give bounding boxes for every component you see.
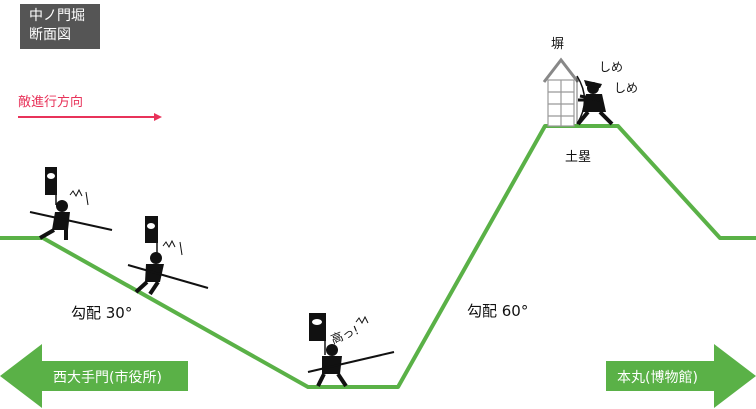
title-line-1: 中ノ門堀 <box>29 8 85 24</box>
excitement-mark-icon <box>162 239 183 256</box>
soldier-3-speech: 高っ! <box>329 322 361 347</box>
nav-right-label: 本丸(博物館) <box>617 369 698 386</box>
wall-label: 塀 <box>551 37 564 52</box>
wall-structure <box>542 57 580 127</box>
nav-left-label: 西大手門(市役所) <box>53 369 162 386</box>
spear-icon <box>127 264 209 289</box>
slope-left-label: 勾配 30° <box>71 304 132 322</box>
enemy-direction-label: 敵進行方向 <box>18 94 83 110</box>
soldier-3-figure <box>307 313 395 388</box>
soldier-1-figure <box>29 167 113 240</box>
excitement-mark-icon <box>355 315 369 325</box>
ground-profile-line <box>0 124 756 389</box>
embankment-label: 土塁 <box>565 150 591 165</box>
archer-speech-1: しめ <box>599 60 623 74</box>
nav-right-arrow[interactable]: 本丸(博物館) <box>606 344 756 408</box>
arrow-right-icon <box>18 113 162 121</box>
archer-speech-2: しめ <box>614 81 638 95</box>
excitement-mark-icon <box>69 188 89 206</box>
spear-icon <box>307 351 395 373</box>
spear-icon <box>29 211 113 231</box>
soldier-2-figure <box>127 216 209 296</box>
banner-icon <box>309 313 326 355</box>
title-line-2: 断面図 <box>29 27 71 43</box>
nav-left-arrow[interactable]: 西大手門(市役所) <box>0 344 188 408</box>
title-box: 中ノ門堀 断面図 <box>20 4 100 49</box>
slope-right-label: 勾配 60° <box>467 302 528 320</box>
banner-icon <box>45 167 57 205</box>
archer-figure <box>576 75 614 126</box>
